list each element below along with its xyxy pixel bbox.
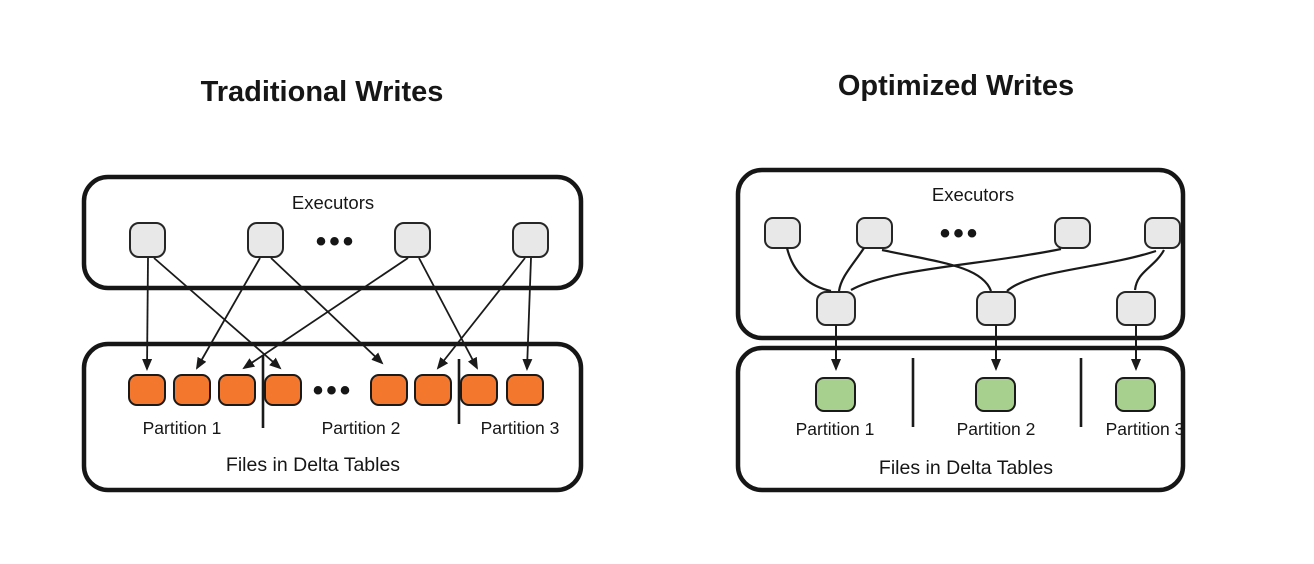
- shuffle-node: [816, 291, 856, 326]
- write-arrow: [242, 257, 409, 370]
- file-node-green: [1115, 377, 1156, 412]
- right-executors-label: Executors: [932, 184, 1014, 205]
- write-arrow: [522, 257, 533, 371]
- file-node-orange: [264, 374, 302, 406]
- partition-label: Partition 2: [322, 418, 401, 438]
- write-arrow: [196, 257, 261, 370]
- left-files-ellipsis: •••: [313, 374, 354, 407]
- executor-node: [512, 222, 549, 258]
- executor-node: [1054, 217, 1091, 249]
- write-arrow: [142, 257, 153, 371]
- left-title: Traditional Writes: [201, 76, 444, 108]
- partition-label: Partition 3: [1106, 419, 1185, 439]
- shuffle-curve: [850, 247, 1062, 291]
- partition-label: Partition 1: [143, 418, 222, 438]
- shuffle-curve: [837, 247, 865, 292]
- file-node-orange: [370, 374, 408, 406]
- partition-label: Partition 2: [957, 419, 1036, 439]
- left-executors-label: Executors: [292, 192, 374, 213]
- file-node-green: [815, 377, 856, 412]
- write-arrow: [153, 257, 282, 370]
- file-node-orange: [218, 374, 256, 406]
- write-arrow: [270, 257, 384, 365]
- file-node-orange: [460, 374, 498, 406]
- file-node-green: [975, 377, 1016, 412]
- executor-node: [129, 222, 166, 258]
- shuffle-curve: [881, 248, 993, 292]
- right-executors-ellipsis: •••: [940, 217, 981, 250]
- shuffle-node: [976, 291, 1016, 326]
- file-node-orange: [506, 374, 544, 406]
- shuffle-curve: [1133, 249, 1165, 291]
- write-arrow: [436, 257, 526, 370]
- file-node-orange: [128, 374, 166, 406]
- left-executors-ellipsis: •••: [316, 225, 357, 258]
- partition-label: Partition 3: [481, 418, 560, 438]
- write-arrow: [418, 257, 478, 370]
- shuffle-curve: [1006, 249, 1157, 292]
- executor-node: [1144, 217, 1181, 249]
- left-files-label: Files in Delta Tables: [226, 454, 400, 476]
- executor-node: [856, 217, 893, 249]
- left-executors-box: [81, 174, 584, 291]
- file-node-orange: [173, 374, 211, 406]
- executor-node: [764, 217, 801, 249]
- executor-node: [247, 222, 284, 258]
- right-files-label: Files in Delta Tables: [879, 457, 1053, 479]
- right-title: Optimized Writes: [838, 70, 1074, 102]
- partition-label: Partition 1: [796, 419, 875, 439]
- shuffle-node: [1116, 291, 1156, 326]
- shuffle-curve: [785, 247, 832, 293]
- executor-node: [394, 222, 431, 258]
- file-node-orange: [414, 374, 452, 406]
